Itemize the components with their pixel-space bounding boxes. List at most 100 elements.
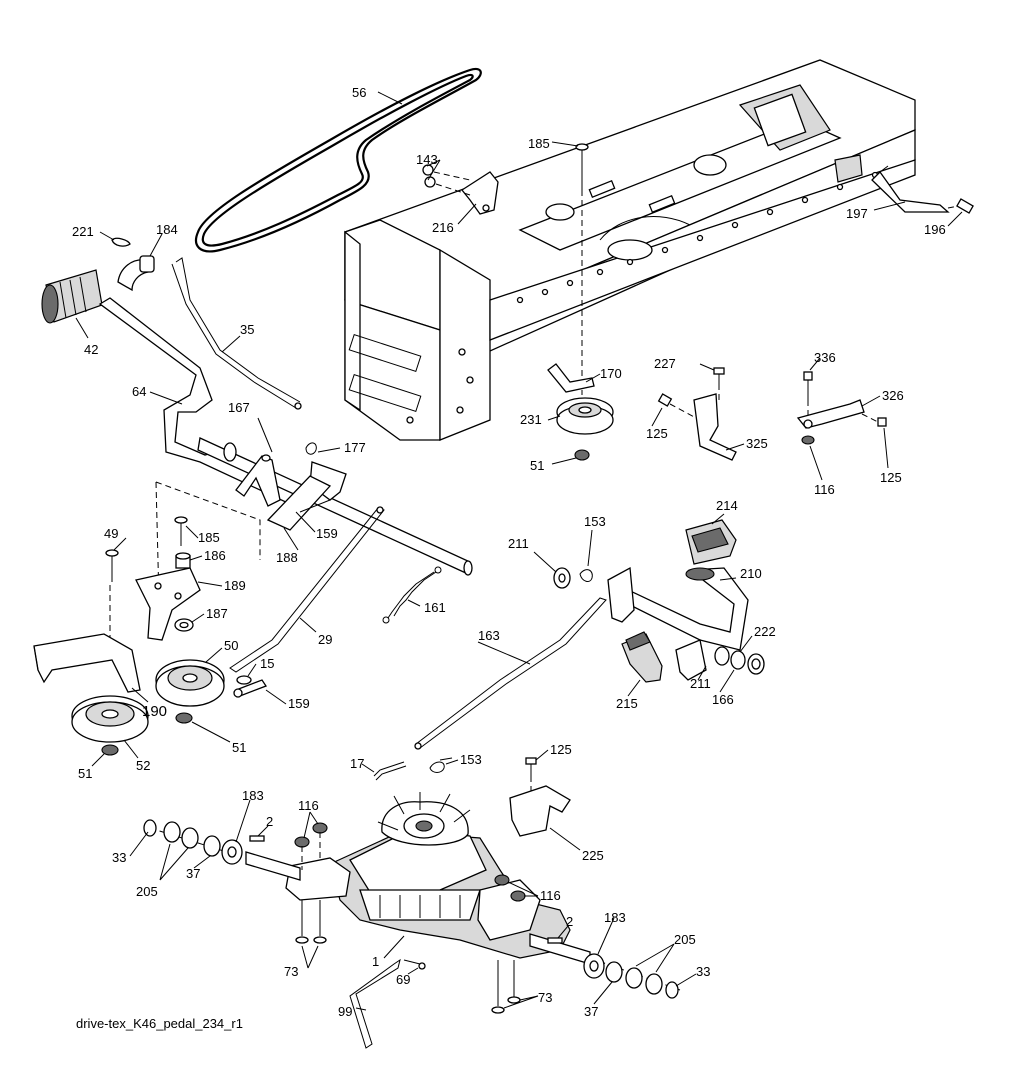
callout-2: 2: [566, 914, 573, 929]
leader-159b: [265, 689, 287, 705]
leader-221: [99, 231, 115, 241]
callout-33: 33: [696, 964, 710, 979]
arm-188: [266, 475, 332, 531]
callout-56: 56: [352, 85, 366, 100]
callout-99: 99: [338, 1004, 352, 1019]
callout-188: 188: [276, 550, 298, 565]
nut-116-right: [801, 435, 815, 445]
leader-73a: [301, 945, 319, 969]
leader-197: [873, 201, 906, 211]
key-2-left: [249, 835, 265, 842]
callout-163: 163: [478, 628, 500, 643]
callout-143: 143: [416, 152, 438, 167]
bracket-325: [693, 393, 737, 461]
leader-143: [426, 159, 441, 181]
callout-51: 51: [530, 458, 544, 473]
callout-50: 50: [224, 638, 238, 653]
knob-42: [41, 269, 103, 324]
leader-42: [75, 317, 89, 339]
callout-116: 116: [540, 888, 561, 903]
arm-167: [235, 454, 281, 507]
callout-170: 170: [600, 366, 622, 381]
pulley-52: [71, 695, 149, 743]
leader-116b: [303, 811, 319, 839]
callout-159: 159: [316, 526, 338, 541]
callout-49: 49: [104, 526, 118, 541]
leader-183a: [235, 799, 251, 843]
callout-64: 64: [132, 384, 146, 399]
leader-161: [407, 599, 421, 607]
callout-190: 190: [142, 703, 167, 720]
spacer-186: [175, 552, 191, 569]
leader-214: [711, 513, 725, 525]
callout-116: 116: [814, 482, 835, 497]
leader-64: [149, 391, 183, 405]
diagram-caption: drive-tex_K46_pedal_234_r1: [76, 1016, 243, 1031]
callout-215: 215: [616, 696, 638, 711]
leader-125c: [535, 749, 549, 761]
callout-222: 222: [754, 624, 776, 639]
leader-153a: [587, 529, 593, 567]
leader-190: [131, 687, 149, 703]
callout-1: 1: [372, 954, 379, 969]
callout-187: 187: [206, 606, 228, 621]
callout-325: 325: [746, 436, 768, 451]
callout-225: 225: [582, 848, 604, 863]
bolt-227: [713, 367, 725, 404]
callout-161: 161: [424, 600, 446, 615]
callout-125: 125: [880, 470, 902, 485]
bracket-190: [33, 633, 141, 693]
callout-labels: 56 143 185 216 197 196 221 184 42 35 64 …: [72, 85, 946, 1019]
leader-116a: [809, 445, 823, 481]
callout-221: 221: [72, 224, 94, 239]
leader-50: [205, 647, 223, 663]
callout-33: 33: [112, 850, 126, 865]
dash-guide-1: [155, 481, 261, 560]
leader-231: [547, 415, 561, 421]
callout-29: 29: [318, 632, 332, 647]
callout-52: 52: [136, 758, 150, 773]
leader-37b: [593, 981, 613, 1005]
leader-196: [947, 211, 963, 227]
leader-211b: [697, 665, 707, 681]
bolts-73-right: [491, 960, 521, 1014]
leader-1: [383, 935, 405, 959]
leader-51a: [551, 457, 577, 465]
bolts-73-left: [295, 900, 327, 944]
leader-33a: [129, 831, 149, 857]
rod-99: [349, 958, 401, 1049]
tractor-frame: [344, 59, 916, 441]
callout-116: 116: [298, 798, 319, 813]
leader-184: [149, 233, 163, 257]
leader-227: [699, 363, 715, 371]
leader-185a: [551, 141, 579, 147]
callout-37: 37: [186, 866, 200, 881]
leader-116c: [507, 881, 539, 897]
leader-215: [627, 679, 641, 697]
callout-326: 326: [882, 388, 904, 403]
bolt-49: [105, 549, 119, 582]
washer-211a: [553, 567, 571, 589]
nut-51-left: [101, 744, 119, 756]
callout-51: 51: [232, 740, 246, 755]
callout-125: 125: [550, 742, 572, 757]
leader-177: [317, 447, 341, 453]
leader-185b: [185, 525, 199, 539]
leader-225: [549, 827, 581, 851]
leader-183b: [597, 917, 615, 955]
callout-17: 17: [350, 756, 364, 771]
leader-17: [361, 763, 375, 773]
leader-125a: [651, 407, 663, 427]
washers-222-166: [714, 646, 765, 675]
left-axle-hardware: [143, 819, 243, 865]
rod-35: [171, 257, 302, 410]
leader-210: [719, 577, 737, 581]
callout-125: 125: [646, 426, 668, 441]
rod-197: [871, 165, 950, 213]
nut-51-mid: [175, 712, 193, 724]
leader-69: [407, 967, 419, 975]
leader-99: [355, 1007, 367, 1011]
pedal-pad-215: [621, 631, 663, 683]
